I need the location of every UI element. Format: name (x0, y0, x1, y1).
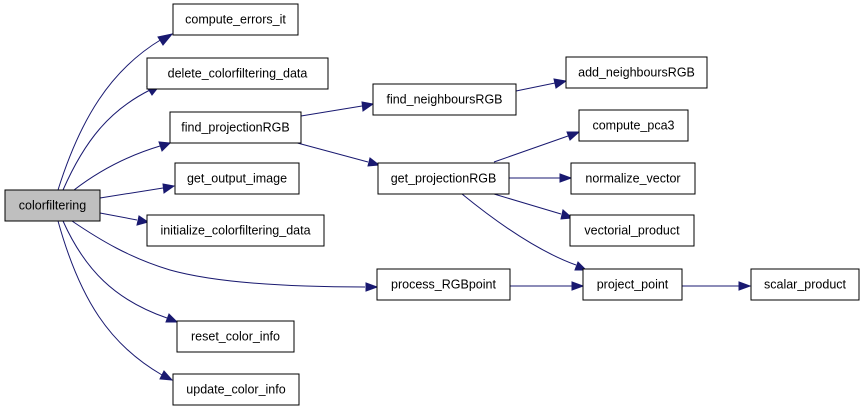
node-find-projectionrgb[interactable]: find_projectionRGB (169, 111, 302, 144)
node-reset-color-info[interactable]: reset_color_info (176, 320, 295, 353)
node-get-output-image[interactable]: get_output_image (174, 162, 300, 195)
nodes: colorfiltering compute_errors_it delete_… (4, 3, 860, 406)
edge-get-projectionrgb-compute-pca3 (493, 131, 581, 163)
edge-project-point-scalar-product (682, 281, 752, 291)
node-label-find-projectionrgb: find_projectionRGB (181, 121, 289, 135)
node-get-projectionrgb[interactable]: get_projectionRGB (377, 162, 510, 195)
node-label-normalize-vector: normalize_vector (585, 172, 680, 186)
node-label-project-point: project_point (597, 278, 669, 292)
edge-get-projectionrgb-normalize-vector (509, 173, 573, 183)
node-label-scalar-product: scalar_product (764, 278, 847, 292)
node-add-neighboursrgb[interactable]: add_neighboursRGB (565, 56, 708, 89)
node-label-delete-colorfiltering-data: delete_colorfiltering_data (168, 67, 308, 81)
edge-get-projectionrgb-vectorial-product (493, 193, 574, 220)
node-label-get-output-image: get_output_image (187, 172, 287, 186)
node-label-add-neighboursrgb: add_neighboursRGB (578, 66, 695, 80)
node-label-process-rgbpoint: process_RGBpoint (391, 278, 496, 292)
node-find-neighboursrgb[interactable]: find_neighboursRGB (372, 83, 517, 116)
node-label-colorfiltering: colorfiltering (19, 199, 86, 213)
node-label-compute-pca3: compute_pca3 (592, 119, 674, 133)
node-compute-errors-it[interactable]: compute_errors_it (172, 3, 299, 36)
node-delete-colorfiltering-data[interactable]: delete_colorfiltering_data (146, 57, 329, 90)
edge-process-rgbpoint-project-point (510, 281, 585, 291)
node-label-reset-color-info: reset_color_info (191, 330, 280, 344)
edge-colorfiltering-update-color-info (57, 220, 174, 381)
edge-get-projectionrgb-project-point (461, 193, 588, 271)
node-label-find-neighboursrgb: find_neighboursRGB (386, 93, 502, 107)
node-colorfiltering[interactable]: colorfiltering (4, 189, 101, 222)
node-update-color-info[interactable]: update_color_info (172, 373, 300, 406)
edge-colorfiltering-get-output-image (99, 183, 176, 199)
node-label-initialize-colorfiltering-data: initialize_colorfiltering_data (160, 224, 310, 238)
edge-colorfiltering-initialize-colorfiltering-data (99, 212, 150, 226)
node-label-get-projectionrgb: get_projectionRGB (391, 172, 497, 186)
edge-colorfiltering-process-rgbpoint (71, 220, 379, 292)
node-scalar-product[interactable]: scalar_product (750, 268, 860, 301)
edge-colorfiltering-reset-color-info (62, 220, 179, 323)
node-label-vectorial-product: vectorial_product (584, 224, 680, 238)
node-initialize-colorfiltering-data[interactable]: initialize_colorfiltering_data (146, 214, 325, 247)
edge-find-projectionrgb-find-neighboursrgb (300, 101, 375, 117)
edge-colorfiltering-find-projectionrgb (73, 141, 172, 191)
node-vectorial-product[interactable]: vectorial_product (569, 214, 695, 247)
node-process-rgbpoint[interactable]: process_RGBpoint (376, 268, 511, 301)
edge-colorfiltering-compute-errors-it (57, 33, 174, 191)
node-project-point[interactable]: project_point (582, 268, 683, 301)
node-label-compute-errors-it: compute_errors_it (185, 13, 286, 27)
node-compute-pca3[interactable]: compute_pca3 (578, 109, 689, 142)
node-normalize-vector[interactable]: normalize_vector (570, 162, 696, 195)
edge-find-projectionrgb-get-projectionrgb (289, 140, 381, 167)
node-label-update-color-info: update_color_info (186, 383, 285, 397)
edge-find-neighboursrgb-add-neighboursrgb (515, 78, 568, 92)
